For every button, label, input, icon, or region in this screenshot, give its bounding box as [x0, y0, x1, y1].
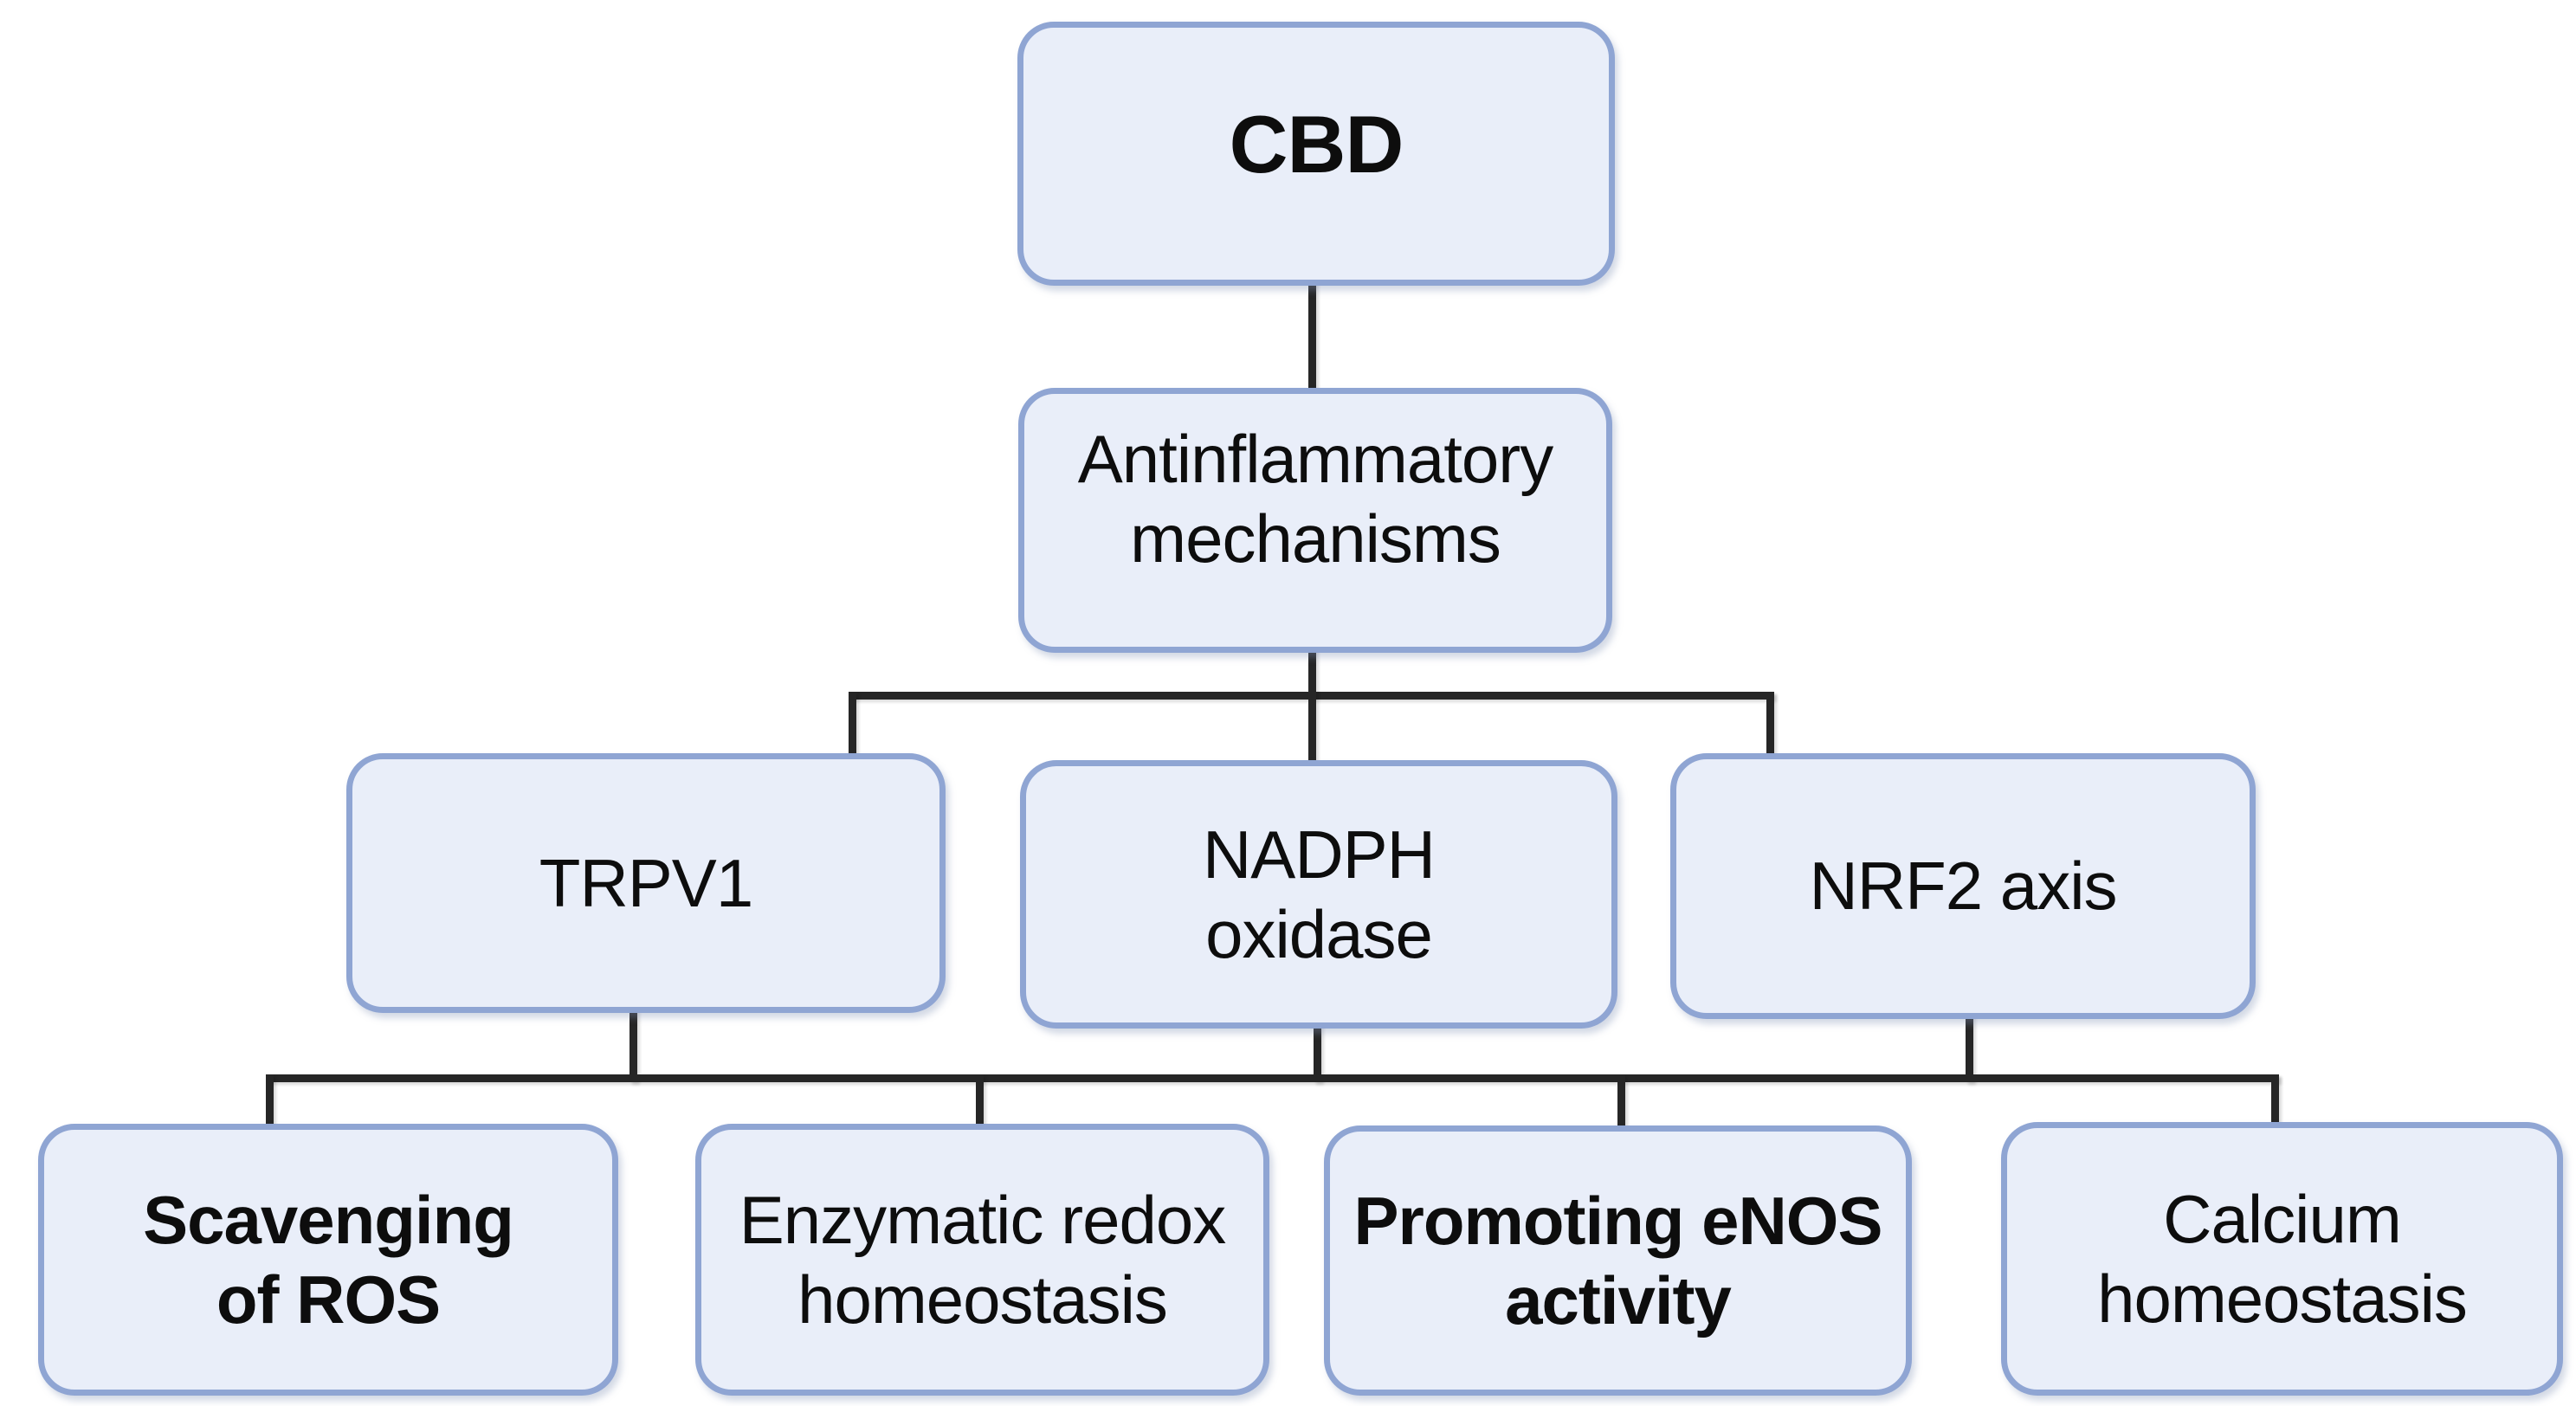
drop-rail-to-trpv1 — [849, 692, 856, 761]
drop-rail-to-calcium — [2271, 1074, 2279, 1133]
drop-rail-to-nrf2 — [1766, 692, 1774, 761]
node-label-line: homeostasis — [797, 1261, 1168, 1338]
drop-nadph-to-rail — [1314, 1020, 1321, 1082]
drop-antinflammatory-to-nadph — [1308, 648, 1316, 769]
node-cbd: CBD — [1017, 22, 1615, 286]
node-label-line: CBD — [1229, 99, 1404, 190]
node-label-line: Enzymatic redox — [739, 1181, 1227, 1258]
drop-trpv1-to-rail — [629, 1004, 637, 1082]
drop-rail-to-scavenging — [266, 1074, 274, 1133]
node-label-line: homeostasis — [2097, 1261, 2468, 1337]
node-label-line: oxidase — [1205, 896, 1433, 972]
node-nrf2-axis: NRF2 axis — [1670, 753, 2256, 1019]
connector-cbd-to-antinflammatory — [1308, 273, 1316, 394]
node-label-line: NRF2 axis — [1809, 848, 2117, 925]
node-label-line: Scavenging — [143, 1181, 514, 1258]
node-label-line: TRPV1 — [539, 844, 753, 921]
drop-rail-to-enzymatic — [976, 1074, 984, 1133]
branch-rail-bottom — [266, 1074, 2279, 1082]
node-label-line: Calcium — [2163, 1180, 2402, 1257]
node-label-line: activity — [1505, 1262, 1732, 1338]
node-trpv1: TRPV1 — [346, 753, 946, 1013]
drop-rail-to-enos — [1617, 1074, 1625, 1133]
node-label-line: Promoting eNOS — [1353, 1182, 1882, 1259]
node-label-line: of ROS — [216, 1261, 441, 1338]
node-label-line: mechanisms — [1130, 500, 1501, 577]
drop-nrf2-to-rail — [1966, 1011, 1973, 1082]
node-label-line: Antinflammatory — [1077, 420, 1554, 497]
node-label-line: NADPH — [1202, 816, 1436, 893]
